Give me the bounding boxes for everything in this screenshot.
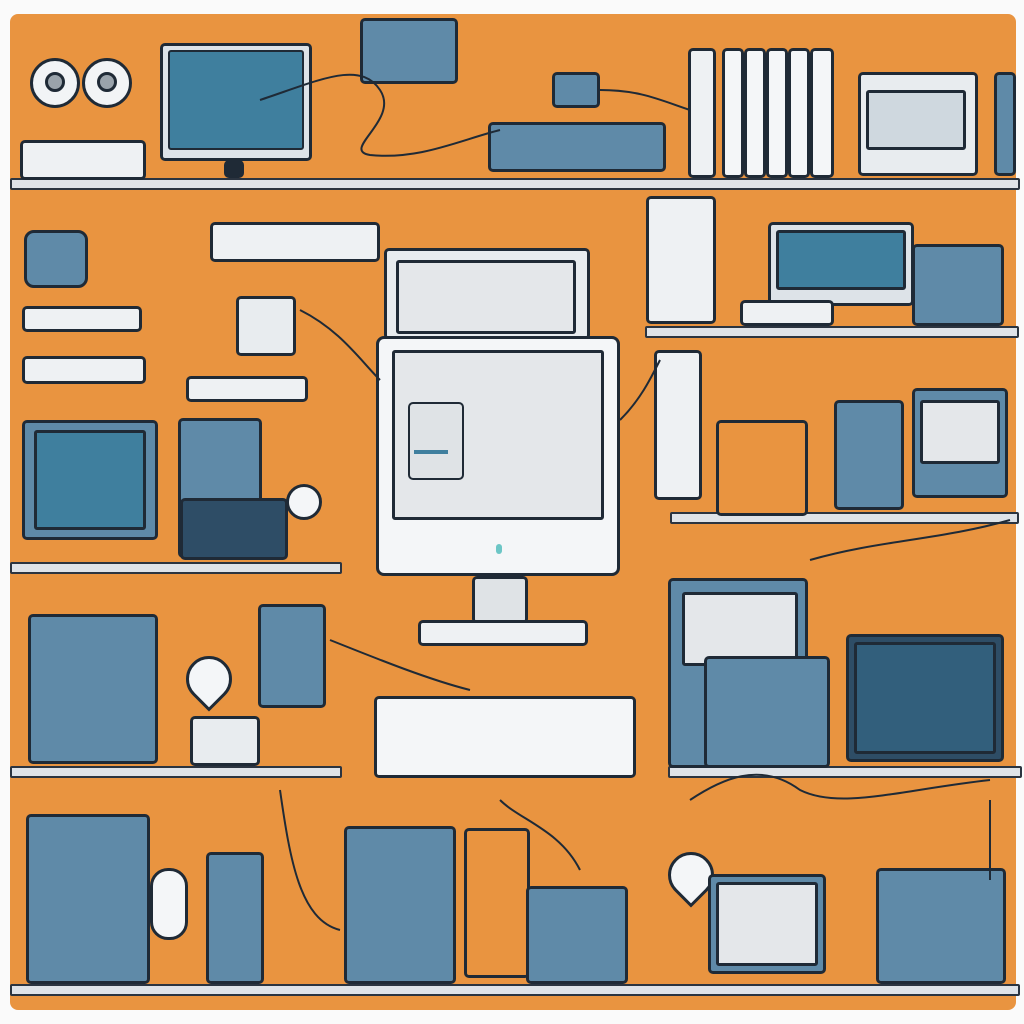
cable [499,799,581,871]
server-unit [28,614,158,764]
tablet-device [180,498,288,560]
router-small [190,716,260,766]
shelf-left-middle [10,562,342,574]
keyboard-top [488,122,666,172]
camera-device [24,230,88,288]
pc-tower-bottom-left [26,814,150,984]
shelf-top [10,178,1020,190]
box-device [716,420,808,516]
router-bottom-center [464,828,530,978]
cable [619,359,661,421]
clock-icon [286,484,322,520]
cable [299,309,381,381]
desk-phone [834,400,904,510]
dvd-player [210,222,380,262]
cable [809,519,1011,561]
pc-tower-upper-right [646,196,716,324]
cable [329,639,471,691]
cable [689,773,991,801]
pc-tower-bottom-center [344,826,456,984]
speaker-tall [206,852,264,984]
small-hub-device [552,72,600,108]
cable [599,89,691,111]
shelf-left-lower [10,766,342,778]
keypad-device [526,886,628,984]
mouse-device [150,868,188,940]
speaker-device [258,604,326,708]
central-keyboard [374,696,636,778]
fax-machine [876,868,1006,984]
shelf-bottom [10,984,1020,996]
phone-device [654,350,702,500]
cable [279,789,341,931]
shelf-right-upper [645,326,1019,338]
cable [259,73,501,157]
router-device [360,18,458,84]
